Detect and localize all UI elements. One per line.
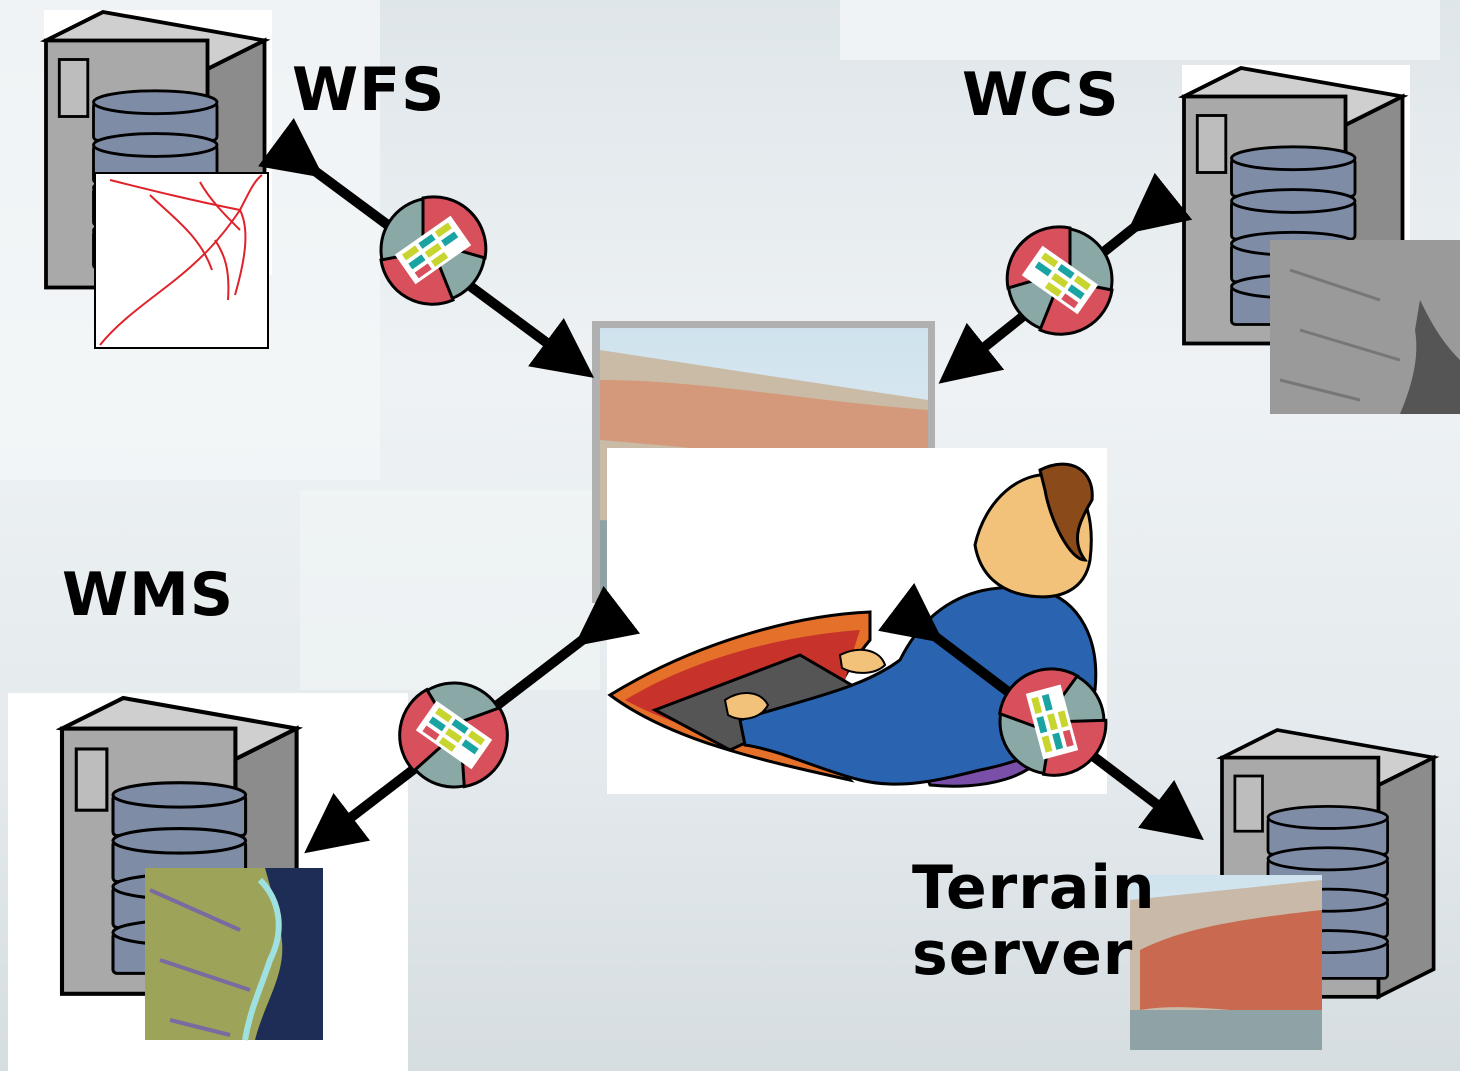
wms-label: WMS (62, 560, 235, 630)
globe-connector-icon (1005, 225, 1114, 336)
terrain-label-line1: Terrain (912, 853, 1156, 923)
terrain-server-label: Terrain server (912, 855, 1156, 987)
satellite-image-icon (1270, 240, 1460, 414)
background-pane (840, 0, 1440, 60)
terrain-label-line2: server (912, 919, 1134, 989)
terrain-map-icon (1130, 875, 1322, 1050)
satellite-image-icon (145, 868, 323, 1041)
road-map-icon (94, 172, 269, 349)
globe-connector-icon (379, 195, 488, 306)
wfs-label: WFS (292, 55, 446, 125)
wcs-label: WCS (962, 60, 1120, 130)
